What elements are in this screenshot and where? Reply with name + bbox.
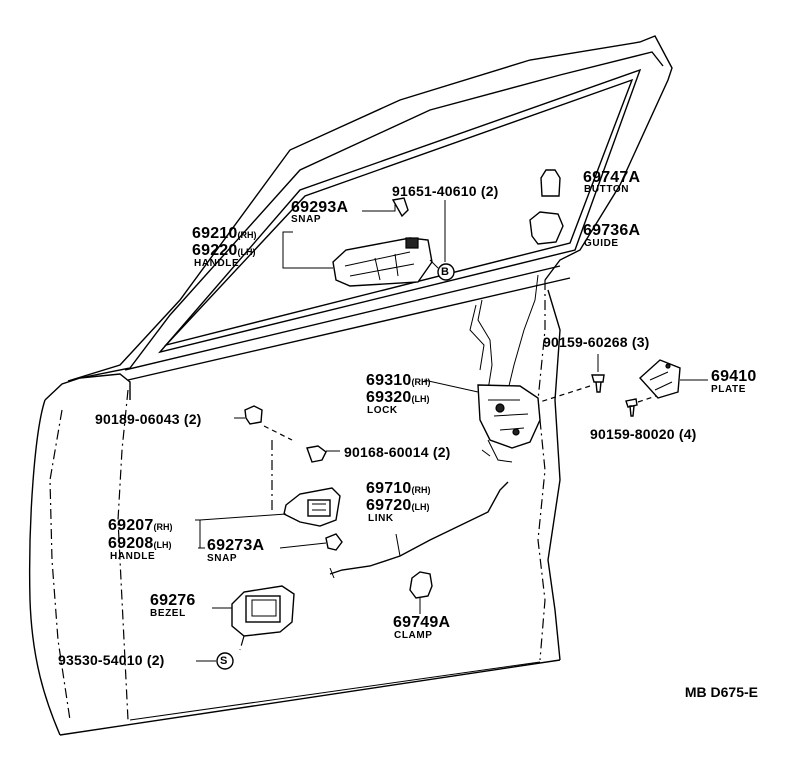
- link-rod: [329, 481, 509, 575]
- button-shape: [540, 169, 561, 197]
- snap-outer-number: 69293A: [291, 199, 349, 216]
- link-leader: [395, 533, 401, 557]
- snap-outer-shape: [391, 197, 409, 218]
- b-marker-leader: [429, 259, 439, 269]
- lock-shape: [477, 384, 541, 463]
- outer-handle-bracket: [282, 231, 333, 269]
- clip-inner-shape: [244, 405, 263, 425]
- plate-name: PLATE: [711, 384, 747, 395]
- b-marker-label: B: [441, 266, 450, 278]
- screw-inner-shape: [306, 445, 327, 463]
- bezel-number: 69276: [150, 592, 196, 609]
- plate-hole: [665, 363, 671, 369]
- diagram-code: MB D675-E: [684, 684, 758, 700]
- link-lh-number: 69720(LH): [366, 497, 430, 514]
- bezel-name: BEZEL: [150, 608, 186, 619]
- clamp-name: CLAMP: [394, 630, 433, 641]
- inner-handle-lh-number: 69208(LH): [108, 535, 172, 552]
- guide-number: 69736A: [583, 222, 641, 239]
- lock-lh-number: 69320(LH): [366, 389, 430, 406]
- door-frame: [28, 35, 673, 736]
- lock-rod-2: [477, 299, 493, 391]
- inner-handle-rh-number: 69207(RH): [108, 517, 173, 534]
- screw-plate-number: 90159-80020 (4): [590, 426, 697, 442]
- plate-number: 69410: [711, 368, 757, 385]
- guide-shape: [529, 211, 564, 245]
- s-marker-label: S: [220, 655, 228, 667]
- snap-inner-leader: [200, 542, 327, 549]
- snap-outer-name: SNAP: [291, 214, 322, 225]
- outer-handle-rh-number: 69210(RH): [192, 225, 257, 242]
- screw-bezel-number: 93530-54010 (2): [58, 652, 165, 668]
- plate-shape: [639, 359, 681, 399]
- lock-rod-3: [469, 304, 485, 371]
- button-number: 69747A: [583, 169, 641, 186]
- outer-handle-lh-number: 69220(LH): [192, 242, 256, 259]
- guide-name: GUIDE: [584, 238, 619, 249]
- snap-inner-number: 69273A: [207, 537, 265, 554]
- clip-inner-dash: [263, 425, 293, 441]
- snap-inner-name: SNAP: [207, 553, 238, 564]
- inner-handle-shape: [283, 487, 341, 527]
- clamp-number: 69749A: [393, 614, 451, 631]
- screw-plate-shape: [625, 398, 638, 417]
- snap-inner-shape: [325, 533, 343, 551]
- lock-rod: [507, 274, 539, 391]
- lock-name: LOCK: [367, 405, 398, 416]
- bezel-dash: [239, 635, 245, 651]
- s-marker-circle: [216, 652, 234, 670]
- link-name: LINK: [368, 513, 394, 524]
- lock-rh-number: 69310(RH): [366, 372, 431, 389]
- button-name: BUTTON: [584, 184, 630, 195]
- outer-handle-shape: [332, 237, 433, 287]
- screw-plate-dash: [637, 395, 657, 403]
- link-leader-2: [329, 567, 335, 579]
- b-marker-circle: [437, 263, 455, 281]
- link-rh-number: 69710(RH): [366, 480, 431, 497]
- lock-bracket: [423, 379, 479, 393]
- screw-lock-shape: [591, 374, 605, 393]
- inner-handle-name: HANDLE: [110, 551, 156, 562]
- screw-lock-number: 90159-60268 (3): [543, 334, 650, 350]
- screw-lock-dash: [539, 385, 591, 403]
- bezel-shape: [231, 585, 295, 637]
- screw-inner-number: 90168-60014 (2): [344, 444, 451, 460]
- inner-handle-bracket: [195, 513, 287, 549]
- clamp-shape: [409, 571, 433, 599]
- plate-detail: [649, 371, 673, 391]
- outer-handle-name: HANDLE: [194, 258, 240, 269]
- screw-outer-number: 91651-40610 (2): [392, 183, 499, 199]
- clip-inner-number: 90189-06043 (2): [95, 411, 202, 427]
